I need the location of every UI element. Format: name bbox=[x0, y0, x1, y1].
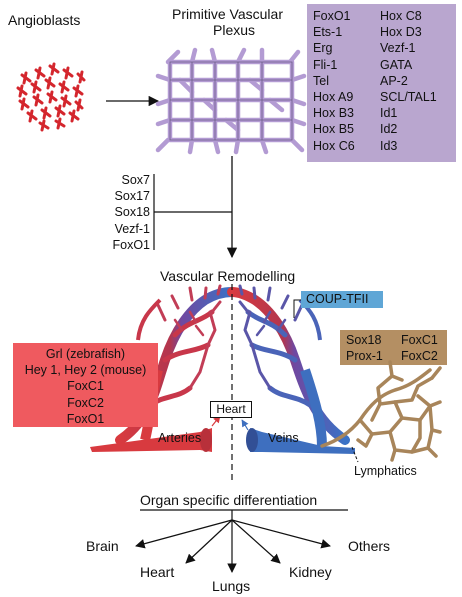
coup-tfii-box bbox=[301, 291, 383, 308]
gene-label: Ets-1 bbox=[313, 25, 343, 40]
lymph-factors-col1: Sox18 Prox-1 bbox=[346, 332, 383, 364]
gene-label: Hox C6 bbox=[313, 138, 355, 153]
label-arteries: Arteries bbox=[158, 431, 202, 445]
gene-label: Erg bbox=[313, 41, 333, 56]
gene-label: FoxC2 bbox=[401, 349, 438, 364]
gene-label: Tel bbox=[313, 73, 329, 88]
artery-factors: Grl (zebrafish) Hey 1, Hey 2 (mouse) Fox… bbox=[13, 346, 158, 427]
gene-label: FoxC1 bbox=[67, 379, 104, 394]
gene-label: AP-2 bbox=[380, 73, 408, 88]
label-primitive-plexus-1: Primitive Vascular bbox=[172, 6, 283, 22]
artery-trunk bbox=[90, 428, 212, 452]
gene-label: Sox7 bbox=[121, 173, 151, 187]
gene-label: Id2 bbox=[380, 122, 398, 137]
organ-lungs: Lungs bbox=[212, 578, 251, 594]
gene-label: Sox17 bbox=[114, 189, 150, 204]
angioblast-cluster bbox=[16, 62, 86, 132]
gene-label: Hey 1, Hey 2 (mouse) bbox=[24, 363, 147, 378]
label-coup-tfii: COUP-TFII bbox=[306, 292, 369, 306]
artery-factor-box bbox=[13, 343, 158, 427]
gene-label: Hox D3 bbox=[380, 25, 422, 40]
arrow-kidney bbox=[231, 519, 281, 564]
organ-kidney: Kidney bbox=[289, 564, 332, 580]
plexus-factor-box bbox=[307, 4, 456, 162]
gene-label: FoxO1 bbox=[66, 411, 105, 426]
plexus-factors-col1: FoxO1 Ets-1 Erg Fli-1 Tel Hox A9 Hox B3 … bbox=[313, 8, 355, 154]
gene-label: SCL/TAL1 bbox=[380, 90, 437, 105]
lymph-factor-box bbox=[340, 330, 447, 365]
gene-label: Grl (zebrafish) bbox=[45, 347, 126, 361]
plexus-factors-col2: Hox C8 Hox D3 Vezf-1 GATA AP-2 SCL/TAL1 … bbox=[380, 8, 437, 154]
gene-label: Prox-1 bbox=[346, 349, 383, 364]
lymph-factors-col2: FoxC1 FoxC2 bbox=[401, 332, 438, 364]
lymphatic-network bbox=[320, 360, 442, 462]
gene-label: Sox18 bbox=[114, 205, 150, 220]
gene-label: Sox18 bbox=[346, 333, 382, 347]
gene-label: Hox B3 bbox=[313, 106, 354, 121]
gene-label: FoxC2 bbox=[67, 395, 104, 410]
organ-brain: Brain bbox=[86, 538, 119, 554]
gene-label: Id1 bbox=[380, 106, 398, 121]
label-organ-specific: Organ specific differentiation bbox=[140, 492, 318, 508]
vein-trunk bbox=[250, 428, 355, 454]
gene-label: Id3 bbox=[380, 138, 398, 153]
label-primitive-plexus-2: Plexus bbox=[213, 22, 256, 38]
arrow-brain bbox=[135, 519, 233, 549]
label-angioblasts: Angioblasts bbox=[8, 12, 81, 28]
gene-label: FoxC1 bbox=[401, 333, 438, 347]
organ-others: Others bbox=[348, 538, 391, 554]
gene-label: Hox A9 bbox=[313, 90, 354, 105]
heart-center-box: Heart bbox=[210, 401, 252, 418]
label-veins: Veins bbox=[268, 431, 299, 445]
gene-label: Vezf-1 bbox=[380, 41, 416, 56]
gene-label: Hox B5 bbox=[313, 122, 354, 137]
primitive-plexus-mesh bbox=[155, 47, 307, 155]
label-lymphatics: Lymphatics bbox=[354, 464, 417, 478]
gene-label: FoxO1 bbox=[112, 237, 150, 252]
arterial-regulators: Sox7 Sox17 Sox18 Vezf-1 FoxO1 bbox=[112, 172, 150, 253]
gene-label: Fli-1 bbox=[313, 57, 338, 72]
label-vascular-remodelling: Vascular Remodelling bbox=[160, 268, 296, 284]
gene-label: GATA bbox=[380, 57, 413, 72]
gene-label: Vezf-1 bbox=[114, 221, 150, 236]
arrow-heart bbox=[185, 519, 233, 564]
gene-label: Hox C8 bbox=[380, 9, 422, 23]
arrow-others bbox=[231, 519, 331, 549]
organ-heart: Heart bbox=[140, 564, 175, 580]
gene-label: FoxO1 bbox=[313, 9, 351, 23]
